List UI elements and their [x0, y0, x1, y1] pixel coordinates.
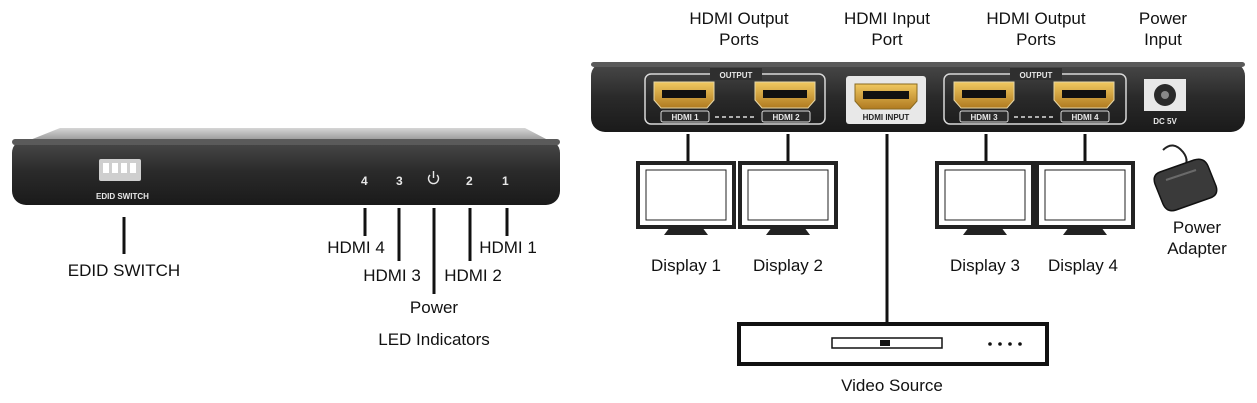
hdmi4-port-label: HDMI 4	[1071, 113, 1099, 122]
output-group-left-label: OUTPUT	[720, 71, 753, 80]
hdmi3-port-label: HDMI 3	[970, 113, 998, 122]
led-number-3: 3	[396, 174, 403, 188]
front-callout-lines	[122, 208, 509, 294]
hdmi-output-ports-right-heading-line2: Ports	[1016, 30, 1056, 49]
display-2-monitor	[738, 161, 838, 235]
power-symbol-icon	[427, 171, 440, 185]
hdmi1-port-label: HDMI 1	[671, 113, 699, 122]
output-group-right-label: OUTPUT	[1020, 71, 1053, 80]
led-number-4: 4	[361, 174, 368, 188]
power-led-label: Power	[410, 298, 459, 317]
power-adapter-label-line1: Power	[1173, 218, 1222, 237]
display-1-monitor	[636, 161, 736, 235]
display-3-monitor	[935, 161, 1035, 235]
hdmi2-port-label: HDMI 2	[772, 113, 800, 122]
output-group-left: OUTPUT HDMI 1 HDMI 2	[644, 68, 826, 125]
display-2-label: Display 2	[753, 256, 823, 275]
hdmi2-led-label: HDMI 2	[444, 266, 502, 285]
display-3-label: Display 3	[950, 256, 1020, 275]
hdmi1-led-label: HDMI 1	[479, 238, 537, 257]
hdmi4-output-port	[1053, 81, 1115, 109]
edid-switch-label: EDID SWITCH	[68, 261, 180, 280]
led-number-2: 2	[466, 174, 473, 188]
dc-5v-label: DC 5V	[1153, 117, 1177, 126]
hdmi-output-ports-left-heading-line2: Ports	[719, 30, 759, 49]
hdmi3-led-label: HDMI 3	[363, 266, 421, 285]
video-source-label: Video Source	[841, 376, 943, 395]
power-adapter-icon	[1153, 144, 1218, 212]
dc-power-jack: DC 5V	[1144, 79, 1186, 126]
display-4-monitor	[1035, 161, 1135, 235]
front-panel-device	[12, 128, 560, 205]
power-input-heading-line1: Power	[1139, 9, 1188, 28]
hdmi-input-port-label: HDMI INPUT	[863, 113, 910, 122]
output-group-right: OUTPUT HDMI 3 HDMI 4	[943, 68, 1127, 125]
hdmi1-output-port	[653, 81, 715, 109]
hdmi-output-ports-left-heading-line1: HDMI Output	[689, 9, 788, 28]
hdmi-output-ports-right-heading-line1: HDMI Output	[986, 9, 1085, 28]
hdmi4-led-label: HDMI 4	[327, 238, 385, 257]
video-source-device	[737, 322, 1049, 366]
hdmi2-output-port	[754, 81, 816, 109]
hdmi-input-port-heading-line2: Port	[871, 30, 902, 49]
display-1-label: Display 1	[651, 256, 721, 275]
power-adapter-label-line2: Adapter	[1167, 239, 1227, 258]
hdmi3-output-port	[953, 81, 1015, 109]
edid-dip-switch	[99, 159, 141, 181]
led-indicators-label: LED Indicators	[378, 330, 490, 349]
hdmi-input-port-heading-line1: HDMI Input	[844, 9, 930, 28]
led-numbers: 4 3 2 1	[361, 174, 509, 188]
led-number-1: 1	[502, 174, 509, 188]
rear-connection-lines	[686, 134, 1087, 324]
hdmi-input-port-group: HDMI INPUT	[846, 76, 926, 124]
edid-switch-device-label: EDID SWITCH	[96, 192, 149, 201]
display-4-label: Display 4	[1048, 256, 1118, 275]
power-input-heading-line2: Input	[1144, 30, 1182, 49]
